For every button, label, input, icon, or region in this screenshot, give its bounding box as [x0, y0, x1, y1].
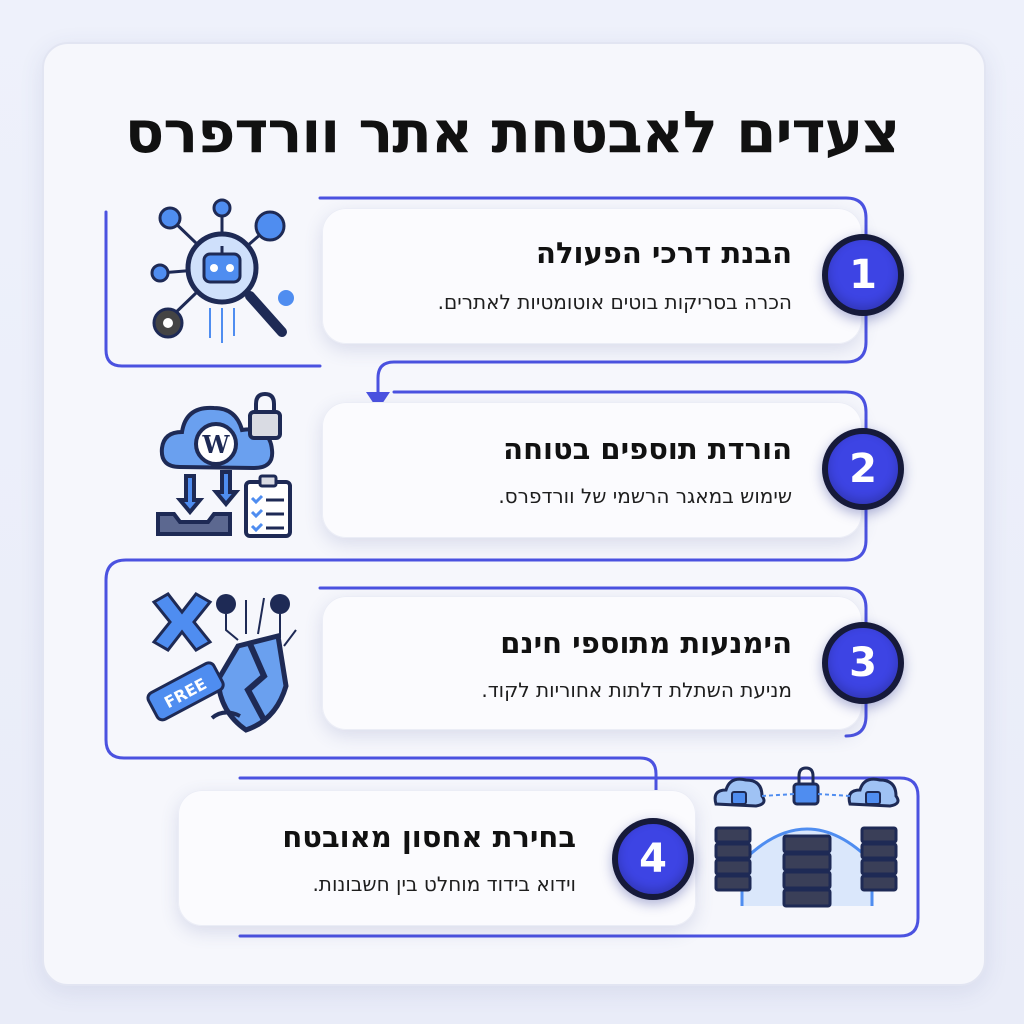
step-description: הכרה בסריקות בוטים אוטומטיות לאתרים.: [437, 290, 792, 314]
connector-step-3: [318, 586, 868, 738]
step-description: שימוש במאגר הרשמי של וורדפרס.: [498, 484, 792, 508]
step-number-badge: 2: [822, 428, 904, 510]
step-heading: הורדת תוספים בטוחה: [503, 432, 792, 466]
step-description: מניעת השתלת דלתות אחוריות לקוד.: [481, 678, 792, 702]
svg-text:W: W: [202, 430, 231, 459]
connector-step-4: [238, 776, 920, 938]
step-description: וידוא בידוד מוחלט בין חשבונות.: [312, 872, 576, 896]
step-card-1: הבנת דרכי הפעולה הכרה בסריקות בוטים אוטו…: [322, 208, 862, 344]
bot-scan-network-icon: [150, 198, 294, 343]
isolated-hosting-servers-icon: [713, 766, 900, 908]
connector-step-1: [104, 210, 322, 368]
step-card-3: הימנעות מתוספי חינם מניעת השתלת דלתות אח…: [322, 596, 862, 730]
arrow-head-1: [366, 392, 390, 410]
step-number-badge: 3: [822, 622, 904, 704]
page-title: צעדים לאבטחת אתר וורדפרס: [124, 98, 900, 166]
step-number-badge: 4: [612, 818, 694, 900]
step-heading: בחירת אחסון מאובטח: [282, 820, 576, 854]
connector-step-1-right: [318, 196, 868, 402]
step-card-2: הורדת תוספים בטוחה שימוש במאגר הרשמי של …: [322, 402, 862, 538]
free-plugin-danger-icon: FREE: [146, 592, 297, 733]
step-card-4: בחירת אחסון מאובטח וידוא בידוד מוחלט בין…: [178, 790, 696, 926]
step-heading: הבנת דרכי הפעולה: [536, 236, 792, 270]
step-heading: הימנעות מתוספי חינם: [500, 626, 792, 660]
wordpress-cloud-lock-icon: W: [156, 392, 292, 538]
step-number-badge: 1: [822, 234, 904, 316]
connector-step-2: [104, 390, 868, 798]
